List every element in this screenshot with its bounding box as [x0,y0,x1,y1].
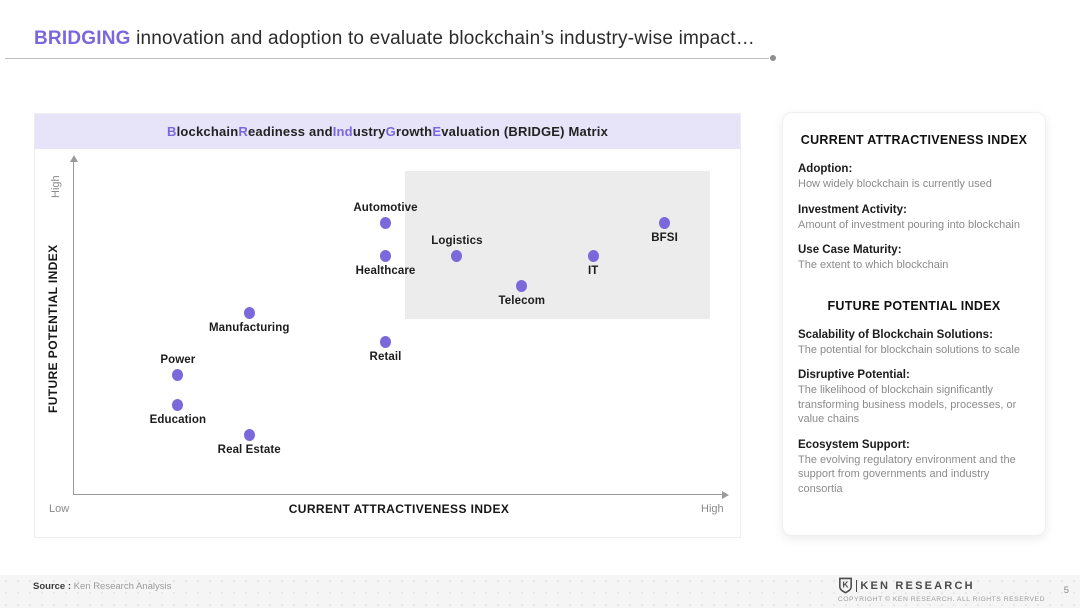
definition-term: Use Case Maturity: [798,244,902,257]
point-label-bfsi: BFSI [651,232,678,245]
point-label-it: IT [587,265,599,278]
plain-text: lockchain [176,124,239,139]
x-axis-arrow-icon [722,491,729,499]
data-point-retail [380,336,392,349]
point-label-real-estate: Real Estate [217,443,281,456]
plain-text: valuation (BRIDGE) Matrix [441,124,608,139]
definition-term: Adoption: [798,163,853,175]
copyright-text: COPYRIGHT © KEN RESEARCH. ALL RIGHTS RES… [837,596,1045,603]
definition-term: Ecosystem Support: [798,438,910,451]
accent-text: E [432,124,442,139]
data-point-healthcare [380,250,392,263]
source-text: Ken Research Analysis [73,581,172,592]
definition-item-disruptive-potential-: Disruptive Potential: The likelihood of b… [798,369,1030,427]
panel-heading: FUTURE POTENTIAL INDEX [827,298,1001,313]
title-underline [5,58,769,59]
definition-item-investment-activity-: Investment Activity: Amount of investment… [798,204,1030,233]
definition-term: Disruptive Potential: [798,369,910,382]
source-label: Source : [33,581,72,592]
definition-item-ecosystem-support-: Ecosystem Support: The evolving regulator… [798,439,1030,497]
panel-section-current-attractiveness-index: CURRENT ATTRACTIVENESS INDEX Adoption: How… [798,133,1030,273]
panel-heading: CURRENT ATTRACTIVENESS INDEX [800,133,1028,147]
point-label-automotive: Automotive [353,202,418,215]
page-number: 5 [1063,585,1069,596]
definition-description: The evolving regulatory environment and … [798,453,1016,495]
highlight-region [404,170,710,320]
y-axis-title: FUTURE POTENTIAL INDEX [46,244,60,414]
definition-term: Scalability of Blockchain Solutions: [798,328,993,341]
accent-text: R [238,124,248,139]
shield-k-icon: K [838,577,852,594]
data-point-telecom [516,280,528,293]
accent-text: Ind [332,124,353,139]
x-axis [73,494,723,496]
data-point-automotive [380,217,392,230]
point-label-retail: Retail [369,351,402,364]
definition-description: The extent to which blockchain [798,259,949,272]
x-axis-title: CURRENT ATTRACTIVENESS INDEX [288,502,510,516]
index-definitions-panel: CURRENT ATTRACTIVENESS INDEX Adoption: How… [782,112,1046,536]
definition-description: The likelihood of blockchain significant… [798,384,1017,426]
point-label-healthcare: Healthcare [355,265,416,278]
accent-text: B [166,124,177,139]
page-title: BRIDGING innovation and adoption to eval… [34,28,755,50]
logo-text: KEN RESEARCH [860,579,975,592]
definition-description: The potential for blockchain solutions t… [798,343,1020,356]
footer-bar: Source : Ken Research Analysis K KEN RES… [0,575,1080,608]
x-axis-max-label: High [701,503,724,515]
logo-letter: K [842,580,849,590]
accent-text: BRIDGING [34,28,131,49]
panel-section-future-potential-index: FUTURE POTENTIAL INDEX Scalability of Blo… [798,299,1030,497]
definition-description: How widely blockchain is currently used [798,178,992,190]
data-point-power [172,369,184,382]
definition-description: Amount of investment pouring into blockc… [798,218,1020,231]
plain-text: rowth [395,124,433,139]
data-point-real-estate [243,428,255,441]
point-label-education: Education [149,413,207,426]
plain-text: innovation and adoption to evaluate bloc… [130,28,755,49]
definition-item-adoption-: Adoption: How widely blockchain is curren… [798,163,1030,192]
data-point-logistics [451,250,463,263]
plain-text: ustry [352,124,386,139]
data-point-manufacturing [243,306,255,319]
plain-text: eadiness and [247,124,333,139]
y-axis-arrow-icon [70,155,78,162]
definition-item-scalability-of-blockchain-solutions-: Scalability of Blockchain Solutions: The … [798,329,1030,358]
definition-item-use-case-maturity-: Use Case Maturity: The extent to which bl… [798,244,1030,273]
accent-text: G [385,124,396,139]
underline-end-dot [770,55,776,61]
point-label-telecom: Telecom [498,295,546,308]
data-point-bfsi [659,217,671,230]
y-axis [73,162,75,495]
logo-divider [855,579,858,592]
scatter-plot-area: High FUTURE POTENTIAL INDEX Low CURRENT … [35,149,740,537]
definition-term: Investment Activity: [798,203,907,216]
ken-research-logo: K KEN RESEARCH COPYRIGHT © KEN RESEARCH.… [838,577,1045,603]
point-label-power: Power [160,354,196,367]
x-axis-min-label: Low [49,503,70,515]
point-label-logistics: Logistics [431,235,483,248]
source-note: Source : Ken Research Analysis [33,581,171,592]
data-point-it [587,250,599,263]
point-label-manufacturing: Manufacturing [208,321,290,334]
data-point-education [172,398,184,411]
